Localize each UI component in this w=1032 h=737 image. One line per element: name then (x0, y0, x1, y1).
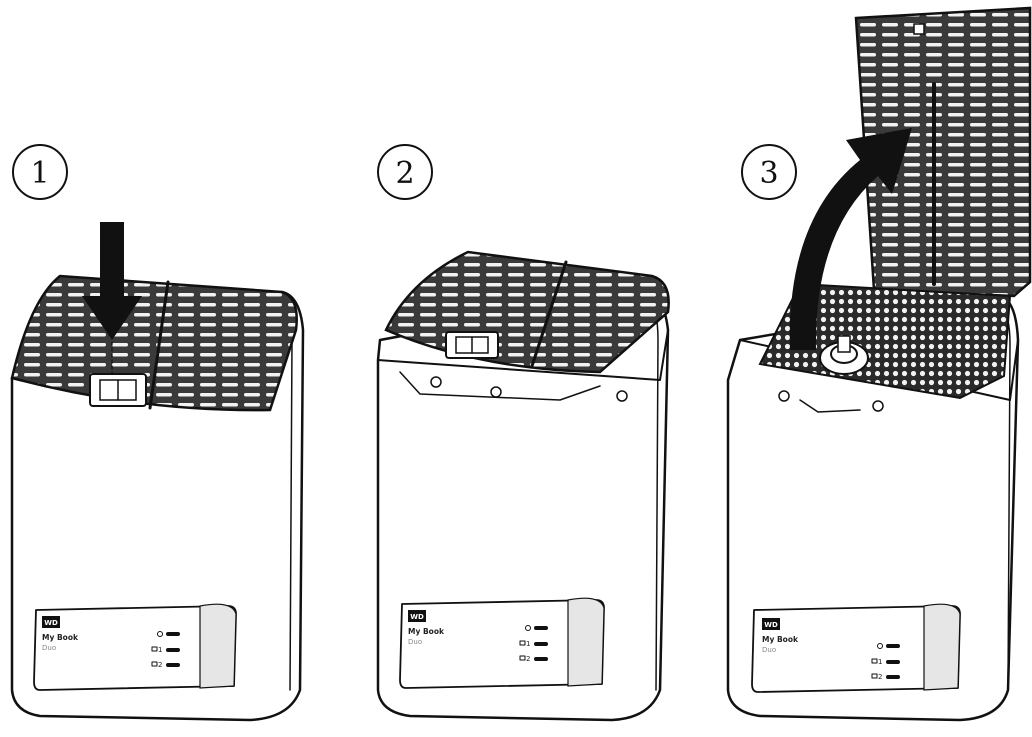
model-name: Duo (408, 638, 422, 646)
step-number-badge: 2 (378, 145, 432, 199)
step-number: 2 (395, 156, 414, 191)
svg-text:1: 1 (878, 658, 882, 666)
step-number: 3 (759, 156, 778, 191)
step-number-badge: 3 (742, 145, 796, 199)
svg-text:2: 2 (158, 661, 162, 669)
drive-enclosure: WD My Book Duo 1 2 (728, 8, 1030, 720)
svg-text:WD: WD (44, 619, 58, 627)
product-name: My Book (762, 635, 799, 644)
product-name: My Book (42, 633, 79, 642)
drive-enclosure: WD My Book Duo 1 2 (12, 276, 303, 720)
product-name: My Book (408, 627, 445, 636)
svg-text:1: 1 (526, 640, 530, 648)
svg-text:WD: WD (410, 613, 424, 621)
step-1: 1 WD My Book Duo (12, 145, 303, 720)
svg-text:2: 2 (526, 655, 530, 663)
step-number-badge: 1 (13, 145, 67, 199)
model-name: Duo (42, 644, 56, 652)
step-3: 3 WD (728, 8, 1030, 720)
model-name: Duo (762, 646, 776, 654)
step-2: 2 WD My Book Duo (378, 145, 669, 720)
drive-enclosure: WD My Book Duo 1 2 (378, 252, 669, 720)
svg-text:WD: WD (764, 621, 778, 629)
step-number: 1 (30, 156, 49, 191)
svg-text:1: 1 (158, 646, 162, 654)
svg-text:2: 2 (878, 673, 882, 681)
